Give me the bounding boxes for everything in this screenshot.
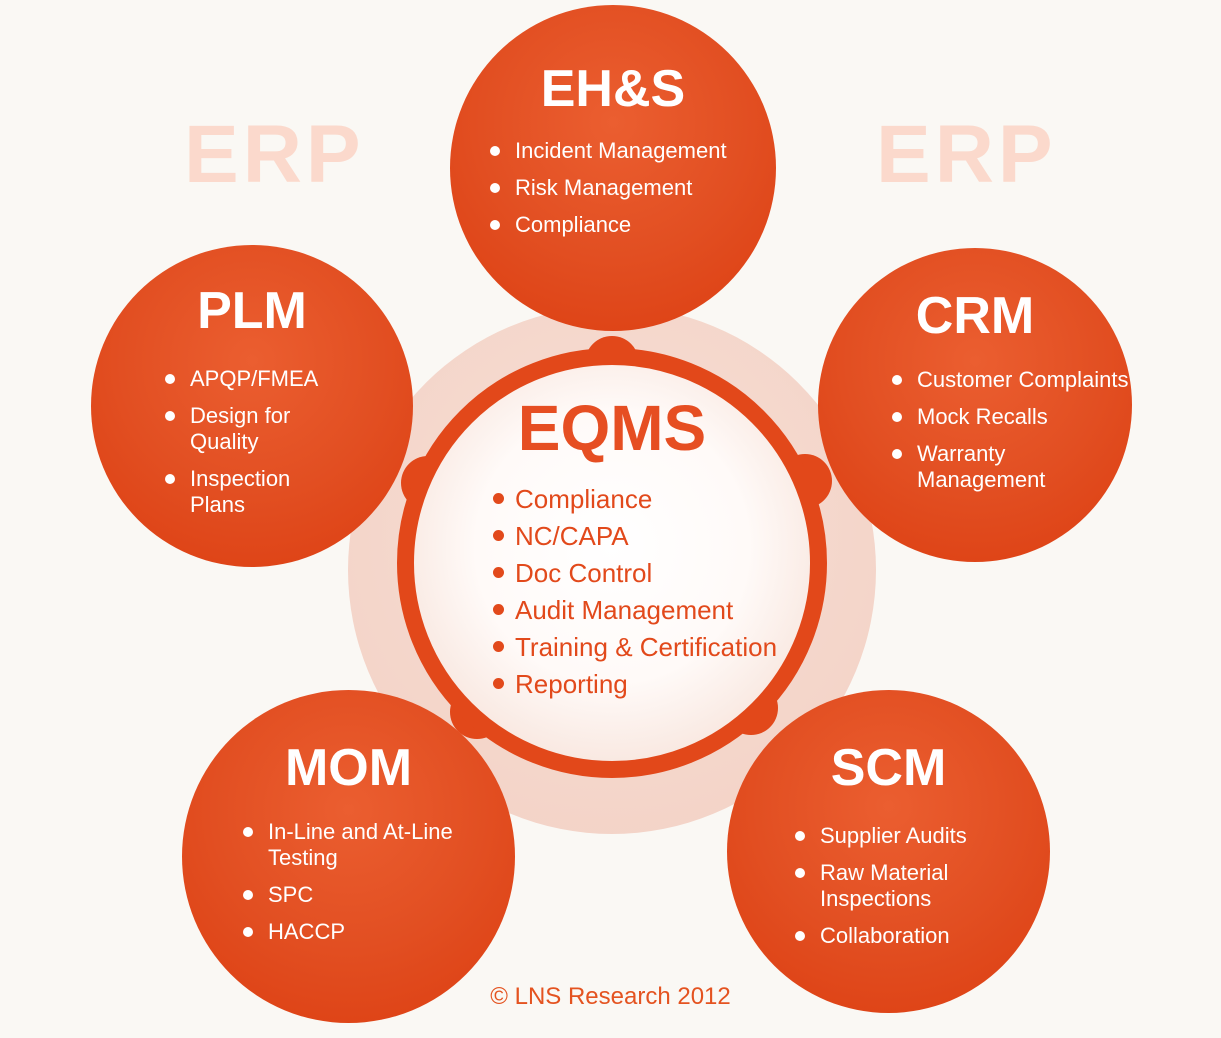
bubble-eqms-title: EQMS <box>517 392 707 464</box>
list-item: Incident Management <box>490 138 755 164</box>
eqms-ring <box>397 348 827 778</box>
list-item: Supplier Audits <box>795 823 1035 849</box>
list-item: Doc Control <box>493 557 805 589</box>
list-item: Risk Management <box>490 175 755 201</box>
list-item: Reporting <box>493 668 805 700</box>
list-item: Mock Recalls <box>892 404 1132 430</box>
bubble-mom-title: MOM <box>284 739 413 797</box>
bubble-crm-title: CRM <box>915 287 1035 345</box>
list-item: NC/CAPA <box>493 520 805 552</box>
list-item: Warranty Management <box>892 441 1132 493</box>
list-item: Compliance <box>490 212 755 238</box>
list-item: Raw Material Inspections <box>795 860 1035 912</box>
list-item: Compliance <box>493 483 805 515</box>
list-item: Audit Management <box>493 594 805 626</box>
list-item: In-Line and At-Line Testing <box>243 819 483 871</box>
list-item: Design for Quality <box>165 403 370 455</box>
erp-watermark-right: ERP <box>876 109 1057 200</box>
list-item: Customer Complaints <box>892 367 1132 393</box>
list-item: SPC <box>243 882 483 908</box>
copyright-text: © LNS Research 2012 <box>490 983 731 1010</box>
list-item: Training & Certification <box>493 631 805 663</box>
bubble-scm-title: SCM <box>830 739 947 797</box>
list-item: Collaboration <box>795 923 1035 949</box>
list-item: APQP/FMEA <box>165 366 370 392</box>
bubble-ehs-title: EH&S <box>540 60 686 118</box>
list-item: Inspection Plans <box>165 466 370 518</box>
bubble-plm-title: PLM <box>197 282 307 340</box>
list-item: HACCP <box>243 919 483 945</box>
erp-watermark-left: ERP <box>184 109 365 200</box>
